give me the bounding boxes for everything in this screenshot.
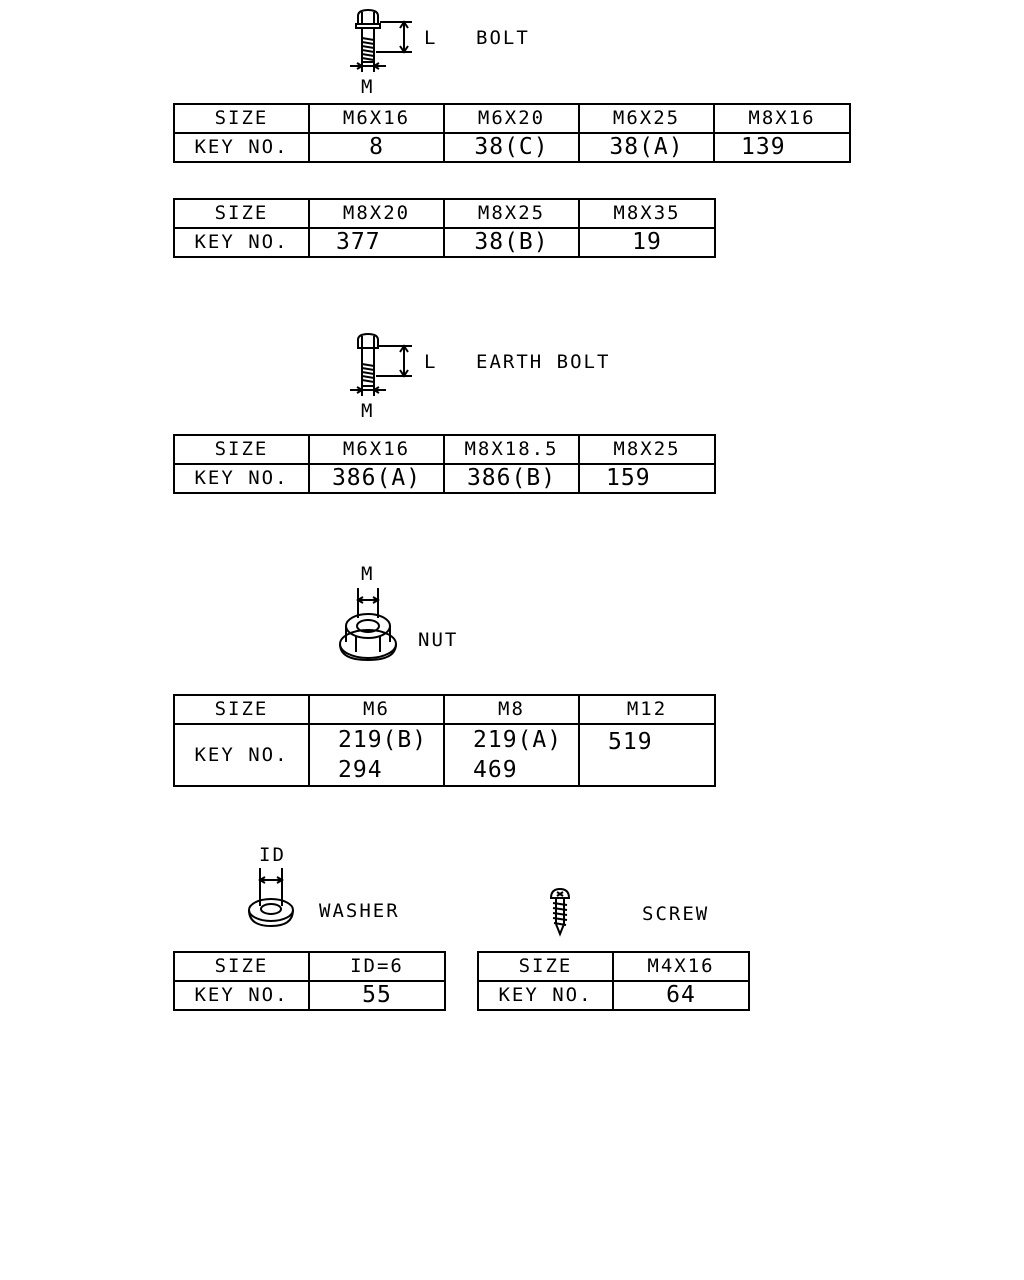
key-header: KEY NO. — [173, 463, 310, 494]
size-cell: M8X18.5 — [443, 434, 580, 465]
table-row: SIZE M6X16 M8X18.5 M8X25 — [173, 434, 716, 465]
washer-size-table: SIZE ID=6 KEY NO. 55 — [173, 951, 446, 1011]
key-cell: 386(A) — [308, 463, 445, 494]
key-cell: 219(A) 469 — [443, 723, 580, 787]
table-row: SIZE M6 M8 M12 — [173, 694, 716, 725]
table-row: SIZE M4X16 — [477, 951, 750, 982]
washer-dim-id: ID — [259, 844, 286, 866]
size-header: SIZE — [477, 951, 614, 982]
table-row: KEY NO. 55 — [173, 980, 446, 1011]
key-cell: 64 — [612, 980, 750, 1011]
bolt-size-table-1: SIZE M6X16 M6X20 M6X25 M8X16 KEY NO. 8 3… — [173, 103, 851, 163]
key-header: KEY NO. — [477, 980, 614, 1011]
size-cell: M8X35 — [578, 198, 716, 229]
key-value: 294 — [338, 757, 383, 783]
table-row: KEY NO. 8 38(C) 38(A) 139 — [173, 132, 851, 163]
screw-drawing — [549, 887, 571, 937]
bolt-size-table-2: SIZE M8X20 M8X25 M8X35 KEY NO. 377 38(B)… — [173, 198, 716, 258]
key-cell: 19 — [578, 227, 716, 258]
size-cell: M12 — [578, 694, 716, 725]
key-cell: 519 — [578, 723, 716, 787]
bolt-drawing — [350, 8, 412, 72]
key-value: 519 — [608, 729, 653, 755]
key-header: KEY NO. — [173, 980, 310, 1011]
nut-label: NUT — [418, 629, 459, 651]
table-row: SIZE ID=6 — [173, 951, 446, 982]
size-cell: M6X20 — [443, 103, 580, 134]
size-cell: M4X16 — [612, 951, 750, 982]
size-cell: M8X25 — [443, 198, 580, 229]
key-value: 219(B) — [338, 727, 428, 753]
key-cell: 219(B) 294 — [308, 723, 445, 787]
size-cell: M6 — [308, 694, 445, 725]
key-cell: 38(A) — [578, 132, 715, 163]
size-header: SIZE — [173, 103, 310, 134]
key-value: 469 — [473, 757, 518, 783]
screw-size-table: SIZE M4X16 KEY NO. 64 — [477, 951, 750, 1011]
key-cell: 38(C) — [443, 132, 580, 163]
size-cell: M6X25 — [578, 103, 715, 134]
nut-size-table: SIZE M6 M8 M12 KEY NO. 219(B) 294 219(A)… — [173, 694, 716, 787]
table-row: KEY NO. 219(B) 294 219(A) 469 519 — [173, 723, 716, 787]
table-row: KEY NO. 64 — [477, 980, 750, 1011]
key-cell: 139 — [713, 132, 851, 163]
bolt-dim-l: L — [424, 27, 438, 49]
size-cell: M8X20 — [308, 198, 445, 229]
size-cell: M8X25 — [578, 434, 716, 465]
size-cell: ID=6 — [308, 951, 446, 982]
key-header: KEY NO. — [173, 723, 310, 787]
earth-bolt-dim-m: M — [361, 400, 375, 422]
key-cell: 8 — [308, 132, 445, 163]
nut-drawing — [339, 588, 397, 662]
nut-dim-m: M — [361, 563, 375, 585]
size-cell: M8 — [443, 694, 580, 725]
size-header: SIZE — [173, 198, 310, 229]
earth-bolt-drawing — [350, 332, 412, 396]
screw-label: SCREW — [642, 903, 710, 925]
key-cell: 38(B) — [443, 227, 580, 258]
key-header: KEY NO. — [173, 227, 310, 258]
size-header: SIZE — [173, 951, 310, 982]
key-cell: 386(B) — [443, 463, 580, 494]
key-cell: 377 — [308, 227, 445, 258]
size-cell: M8X16 — [713, 103, 851, 134]
key-header: KEY NO. — [173, 132, 310, 163]
table-row: SIZE M6X16 M6X20 M6X25 M8X16 — [173, 103, 851, 134]
washer-drawing — [248, 868, 294, 928]
key-value: 219(A) — [473, 727, 563, 753]
size-cell: M6X16 — [308, 103, 445, 134]
bolt-dim-m: M — [361, 76, 375, 98]
size-header: SIZE — [173, 694, 310, 725]
size-header: SIZE — [173, 434, 310, 465]
bolt-label: BOLT — [476, 27, 530, 49]
table-row: KEY NO. 386(A) 386(B) 159 — [173, 463, 716, 494]
earth-bolt-label: EARTH BOLT — [476, 351, 611, 373]
key-cell: 55 — [308, 980, 446, 1011]
key-cell: 159 — [578, 463, 716, 494]
earth-bolt-size-table: SIZE M6X16 M8X18.5 M8X25 KEY NO. 386(A) … — [173, 434, 716, 494]
earth-bolt-dim-l: L — [424, 351, 438, 373]
size-cell: M6X16 — [308, 434, 445, 465]
washer-label: WASHER — [319, 900, 400, 922]
table-row: KEY NO. 377 38(B) 19 — [173, 227, 716, 258]
table-row: SIZE M8X20 M8X25 M8X35 — [173, 198, 716, 229]
